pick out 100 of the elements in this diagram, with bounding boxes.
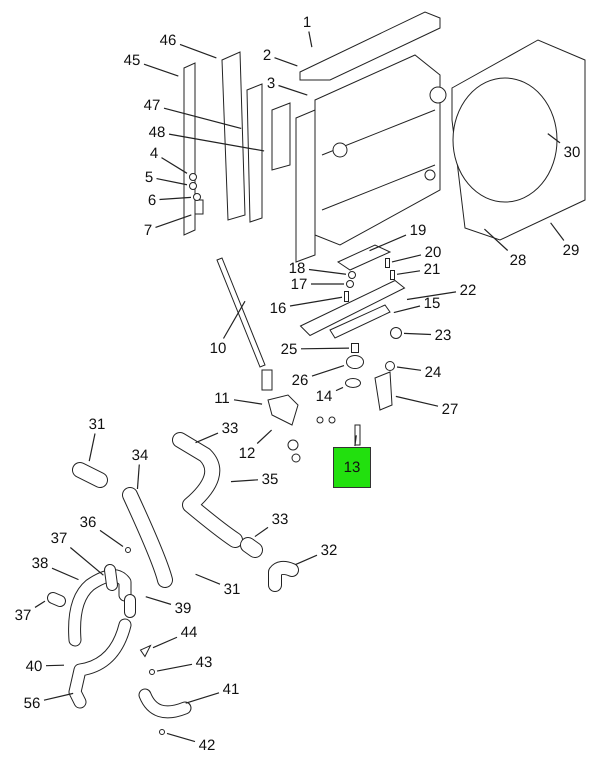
callout-number: 29 <box>561 242 581 258</box>
callout-number: 21 <box>422 260 442 278</box>
leader-line <box>70 547 104 576</box>
leader-line <box>406 291 456 300</box>
leader-line <box>195 432 218 444</box>
callout-number: 45 <box>122 52 142 68</box>
washer <box>345 378 361 388</box>
leader-line <box>155 214 192 228</box>
callout-number: 48 <box>147 124 167 140</box>
leader-line <box>152 636 178 648</box>
leader-line <box>195 574 220 585</box>
callout-number: 28 <box>508 252 528 268</box>
callout-number: 37 <box>13 606 33 624</box>
callout-number: 41 <box>221 680 241 698</box>
callout-number: 16 <box>268 300 288 316</box>
callout-number: 36 <box>78 514 98 530</box>
callout-number: 4 <box>148 144 160 162</box>
callout-number: 38 <box>30 554 50 572</box>
callout-number: 7 <box>142 222 154 238</box>
callout-number: 56 <box>22 694 42 712</box>
bolt <box>344 291 349 302</box>
callout-number: 5 <box>144 168 154 186</box>
callout-number: 44 <box>179 624 199 640</box>
callout-number: 3 <box>266 74 276 92</box>
leader-line <box>180 44 217 58</box>
leader-line <box>46 664 64 666</box>
leader-line <box>311 283 344 285</box>
leader-line <box>156 178 188 186</box>
bushing <box>351 343 359 353</box>
callout-number: 10 <box>208 340 228 356</box>
callout-number: 24 <box>423 364 443 380</box>
callout-number: 34 <box>130 446 150 464</box>
callout-number: 19 <box>408 222 428 238</box>
callout-number: 2 <box>262 46 272 64</box>
leader-line <box>254 526 268 538</box>
callout-number: 43 <box>194 654 214 670</box>
bolt-head <box>159 729 165 735</box>
leader-line <box>52 568 79 580</box>
callout-number: 1 <box>302 14 312 30</box>
leader-line <box>295 554 318 566</box>
callout-number: 12 <box>237 444 257 462</box>
callout-number: 26 <box>290 372 310 388</box>
leader-line <box>159 196 192 200</box>
leader-line <box>290 296 342 307</box>
leader-line <box>166 732 196 742</box>
leader-line <box>308 31 312 48</box>
leader-line <box>308 268 346 275</box>
fitting <box>149 669 155 675</box>
leader-line <box>404 332 432 336</box>
callout-number: 37 <box>49 530 69 546</box>
callout-number: 42 <box>197 736 217 754</box>
leader-line <box>136 464 140 490</box>
callout-number: 47 <box>142 96 162 114</box>
leader-line <box>396 366 422 371</box>
mount-cushion <box>346 355 364 369</box>
callout-number: 23 <box>433 326 453 344</box>
callout-number: 14 <box>314 388 334 404</box>
leader-line <box>312 365 344 377</box>
bolt-head <box>125 547 131 553</box>
callout-number: 25 <box>279 340 299 358</box>
washer <box>348 271 356 279</box>
washer <box>385 361 395 371</box>
callout-number: 15 <box>422 294 442 312</box>
leader-line <box>392 254 422 262</box>
leader-line <box>274 57 298 67</box>
leader-line <box>161 157 188 174</box>
callout-number: 20 <box>423 244 443 260</box>
callout-number: 6 <box>146 192 158 208</box>
bushing <box>390 327 402 339</box>
leader-line <box>354 435 357 446</box>
leader-line <box>168 134 264 152</box>
leader-line <box>369 234 406 252</box>
leader-line <box>100 530 124 547</box>
leader-line <box>547 133 560 144</box>
callout-number: 30 <box>562 144 582 160</box>
leader-line <box>396 270 420 275</box>
leader-line <box>550 222 564 241</box>
leader-line <box>164 108 242 130</box>
highlighted-callout: 13 <box>333 447 371 488</box>
leader-line <box>230 479 258 482</box>
leader-line <box>44 692 74 701</box>
callout-number: 33 <box>220 420 240 436</box>
callout-number: 17 <box>289 276 309 292</box>
leader-line <box>222 300 246 339</box>
leader-line <box>156 664 192 672</box>
leader-line <box>394 305 420 314</box>
leader-line <box>300 348 350 350</box>
callout-number: 11 <box>212 390 232 406</box>
bolt <box>390 270 395 280</box>
callout-number: 27 <box>440 400 460 418</box>
leader-line <box>336 386 344 392</box>
callout-number: 18 <box>287 260 307 276</box>
bolt <box>385 258 390 268</box>
leader-line <box>144 64 179 77</box>
callout-number: 46 <box>158 32 178 48</box>
callout-number: 39 <box>173 600 193 616</box>
washer <box>193 193 201 201</box>
callout-number: 35 <box>260 470 280 488</box>
washer <box>346 280 354 288</box>
clip-drawing <box>140 645 151 657</box>
